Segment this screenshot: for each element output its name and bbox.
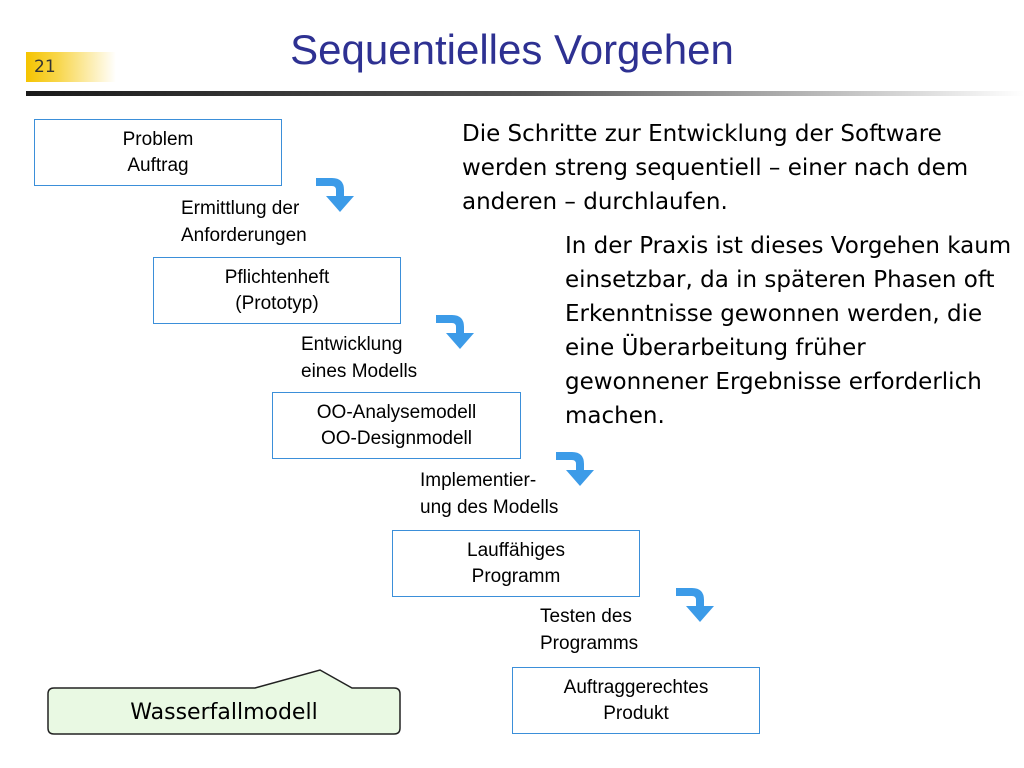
curved-arrow-down-icon [316,178,354,212]
step-label-testing: Testen des Programms [540,606,639,654]
curved-arrow-down-icon [556,452,594,486]
title-divider [26,91,1024,96]
phase-box-problem: Problem Auftrag [34,119,282,186]
callout-shape [47,669,401,735]
phase-box-oo-model: OO-Analysemodell OO-Designmodell [272,392,521,459]
callout-label: Wasserfallmodell [130,699,318,725]
step-label-model: Entwicklung eines Modells [301,334,418,382]
slide-number: 21 [34,57,56,77]
curved-arrow-down-icon [436,315,474,349]
page-title: Sequentielles Vorgehen [290,26,734,73]
paragraph-practice: In der Praxis ist dieses Vorgehen kaum e… [565,233,1012,429]
step-label-requirements: Ermittlung der Anforderungen [181,198,307,246]
phase-box-pflichtenheft: Pflichtenheft (Prototyp) [153,257,401,324]
paragraph-sequential: Die Schritte zur Entwicklung der Softwar… [462,121,969,215]
slide-number-badge: 21 [26,52,116,82]
phase-box-product: Auftraggerechtes Produkt [512,667,760,734]
phase-box-program: Lauffähiges Programm [392,530,640,597]
curved-arrow-down-icon [676,588,714,622]
step-label-implementation: Implementier- ung des Modells [420,470,559,518]
